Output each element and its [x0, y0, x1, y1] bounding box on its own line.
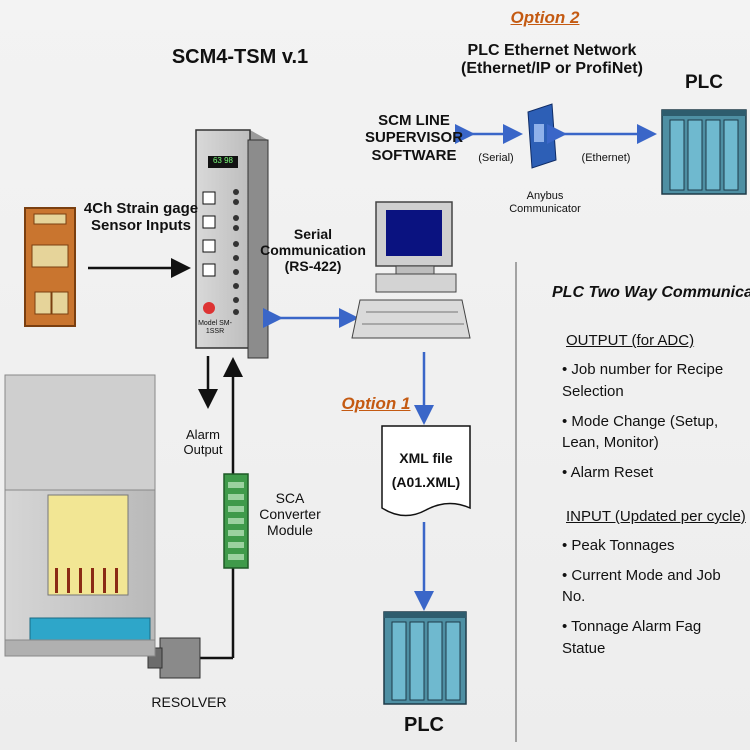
serial-comm-line2: Communication	[260, 242, 366, 259]
scm4-tsm-device	[195, 129, 269, 359]
alarm-line1: Alarm	[186, 427, 220, 442]
software-line3: SOFTWARE	[371, 146, 457, 164]
serial-comm-line1: Serial	[293, 226, 333, 242]
output-heading: OUTPUT (for ADC)	[566, 332, 695, 349]
panel-title: PLC Two Way Communication	[552, 284, 750, 301]
anybus-label: Anybus Communicator	[500, 190, 590, 215]
diagram-title: SCM4-TSM v.1	[171, 46, 309, 68]
ethernet-small-label: (Ethernet)	[581, 152, 631, 164]
xml-line1: XML file	[399, 450, 453, 466]
press-machine	[4, 374, 156, 657]
sca-converter-module	[223, 473, 249, 569]
input-heading: INPUT (Updated per cycle)	[566, 507, 746, 525]
xml-file-label: XML file (A01.XML)	[384, 450, 468, 490]
sca-line1: SCA	[275, 490, 305, 506]
strain-line2: Sensor Inputs	[90, 217, 191, 235]
strain-line1: 4Ch Strain gage	[83, 200, 199, 217]
alarm-line2: Output	[183, 441, 223, 457]
plc-network-line2: (Ethernet/IP or ProfiNet)	[461, 60, 643, 78]
plc-two-way-panel: PLC Two Way Communication OUTPUT (for AD…	[538, 284, 750, 660]
plc-network-label: PLC Ethernet Network (Ethernet/IP or Pro…	[452, 42, 652, 79]
serial-comm-line3: (RS-422)	[284, 258, 342, 275]
plc-top-label: PLC	[685, 72, 723, 93]
input-item-3: • Tonnage Alarm Fag Statue	[562, 618, 702, 657]
plc-network-line1: PLC Ethernet Network	[467, 42, 637, 59]
xml-file-shape	[381, 425, 471, 517]
option-1-label: Option 1	[341, 394, 411, 413]
sca-line2: Converter	[259, 506, 321, 523]
strain-gage-label: 4Ch Strain gage Sensor Inputs	[76, 200, 206, 235]
resolver-device	[147, 637, 233, 679]
software-line1: SCM LINE	[378, 112, 450, 129]
plc-top-device	[661, 109, 747, 195]
input-item-1: • Peak Tonnages	[562, 536, 675, 554]
anybus-line2: Communicator	[509, 202, 581, 215]
resolver-label: RESOLVER	[151, 694, 227, 710]
output-item-3: • Alarm Reset	[562, 464, 654, 481]
output-item-2: • Mode Change (Setup, Lean, Monitor)	[562, 412, 719, 452]
serial-communication-label: Serial Communication (RS-422)	[258, 226, 368, 274]
alarm-output-label: Alarm Output	[172, 427, 234, 458]
supervisor-pc	[351, 201, 471, 339]
sca-label: SCA Converter Module	[252, 490, 328, 538]
option-2-label: Option 2	[510, 8, 580, 27]
anybus-communicator	[527, 103, 557, 169]
input-item-2: • Current Mode and Job No.	[562, 566, 721, 606]
strain-gage-sensor	[24, 207, 76, 327]
software-line2: SUPERVISOR	[364, 129, 464, 147]
serial-small-label: (Serial)	[478, 152, 514, 164]
xml-line2: (A01.XML)	[391, 474, 461, 491]
output-item-1: • Job number for Recipe Selection	[562, 361, 724, 400]
supervisor-software-label: SCM LINE SUPERVISOR SOFTWARE	[364, 112, 464, 164]
plc-bottom-device	[383, 611, 467, 705]
plc-bottom-label: PLC	[404, 714, 444, 736]
anybus-line1: Anybus	[526, 190, 564, 202]
sca-line3: Module	[267, 522, 313, 539]
device-display: 63 98	[212, 156, 234, 165]
device-tag: Model SM-1SSR	[198, 320, 232, 336]
